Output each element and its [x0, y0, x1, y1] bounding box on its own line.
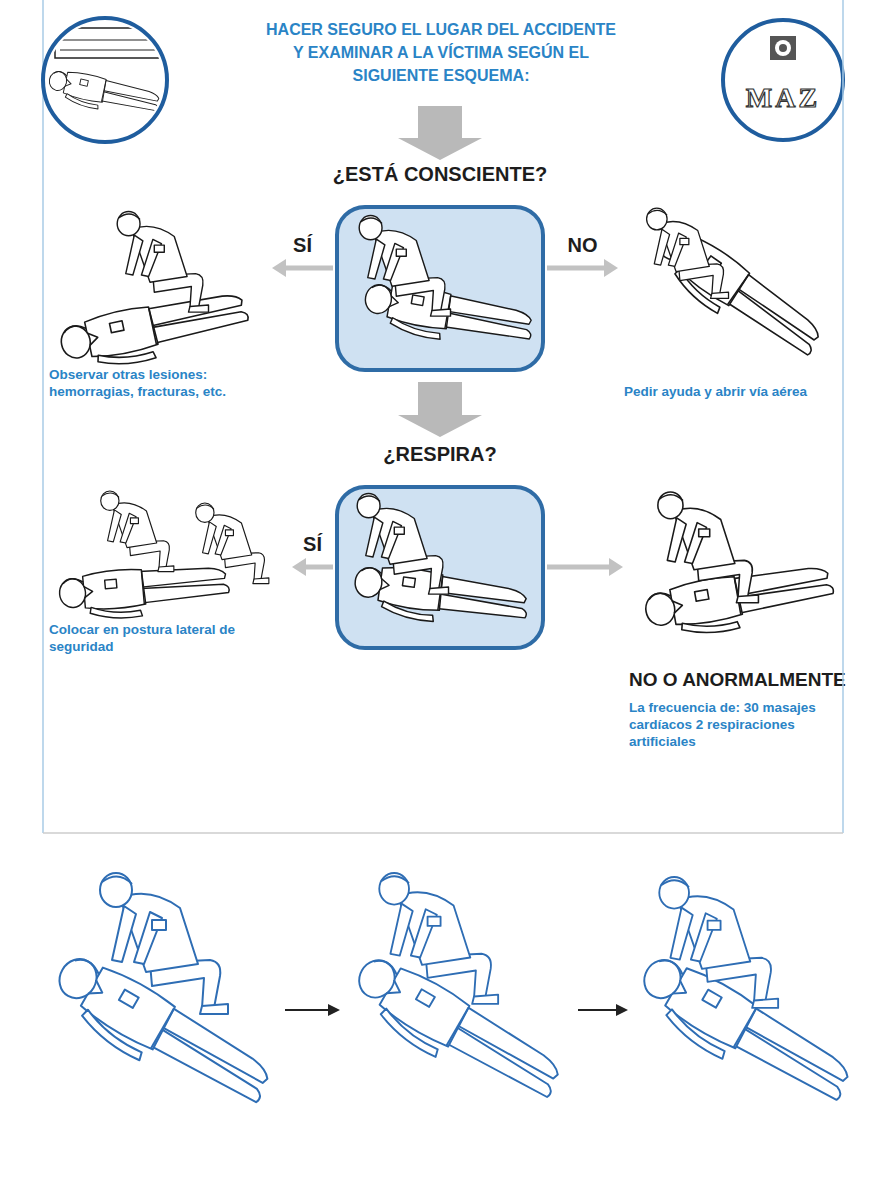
- sequence-arrow: [578, 1009, 618, 1011]
- logo-text: MAZ: [746, 82, 820, 114]
- helper-figure: [101, 491, 174, 572]
- rescuer-figure: [100, 873, 228, 1014]
- victim-figure: [361, 278, 536, 355]
- breathing-check: [351, 494, 530, 635]
- arrow-line: [547, 565, 609, 570]
- edge-label: SÍ: [303, 533, 322, 556]
- accident-scene-circle: [43, 18, 167, 142]
- outcome-panel: Observar otras lesiones: hemorragias, fr…: [45, 205, 270, 400]
- big-head: NO O ANORMALMENTE: [629, 669, 850, 691]
- rescuer-figure: [379, 873, 498, 1004]
- blue-note: Pedir ayuda y abrir vía aérea: [624, 383, 845, 400]
- victim-figure: [642, 558, 837, 644]
- rescuer-figure: [659, 877, 778, 1008]
- frame-line: [842, 0, 844, 833]
- conscious-scene: [57, 212, 252, 377]
- outcome-panel: Colocar en postura lateral de seguridad: [45, 485, 290, 655]
- flow-arrow: [272, 259, 333, 277]
- question-heading: ¿ESTÁ CONSCIENTE?: [235, 163, 645, 186]
- victim-figure: [342, 948, 569, 1116]
- outcome-panel: Pedir ayuda y abrir vía aérea: [620, 205, 845, 400]
- question-box: ¿RESPIRA?: [335, 485, 545, 650]
- logo-ring: [775, 40, 791, 56]
- machine-line: [60, 50, 160, 51]
- victim-figure: [42, 947, 279, 1123]
- arrow-line: [286, 266, 333, 271]
- cpr-sequence: [42, 873, 859, 1123]
- logo-square: [770, 36, 796, 60]
- question-box: ¿ESTÁ CONSCIENTE?: [335, 205, 545, 372]
- victim-figure: [57, 285, 252, 377]
- arrow-head: [609, 558, 623, 576]
- consciousness-check: [359, 216, 536, 356]
- blue-note: La frecuencia de: 30 masajes cardíacos 2…: [629, 699, 834, 750]
- sequence-arrow: [285, 1009, 330, 1011]
- grey-down-arrow: [398, 106, 482, 160]
- rescue-breath-scene: [642, 492, 837, 644]
- rescuer-figure: [117, 212, 208, 313]
- flow-arrow: [292, 558, 333, 576]
- machine-line: [60, 40, 160, 41]
- rescuer-figure: [357, 494, 448, 595]
- victim-figure: [627, 948, 859, 1120]
- frame-lines: [43, 0, 843, 833]
- scene-circle: [43, 18, 167, 142]
- arrow-head: [292, 558, 306, 576]
- logo-dot: [779, 44, 787, 52]
- victim-figure: [46, 67, 163, 122]
- rescuer-figure: [647, 208, 729, 298]
- frame-line: [42, 0, 44, 833]
- edge-label: SÍ: [293, 234, 312, 257]
- arrow-head: [328, 1004, 340, 1016]
- arrow-head: [604, 259, 618, 277]
- rescuer-figure: [658, 492, 759, 603]
- blue-note: Colocar en postura lateral de seguridad: [49, 621, 244, 655]
- rescuer-figure: [359, 216, 450, 317]
- arrow-head: [272, 259, 286, 277]
- recovery-position-scene: [58, 491, 269, 624]
- blue-note: Observar otras lesiones: hemorragias, fr…: [49, 366, 270, 400]
- edge-label: NO: [568, 234, 598, 257]
- arrow-line: [306, 565, 333, 570]
- flow-arrow: [547, 259, 618, 277]
- victim-figure: [58, 560, 231, 623]
- accident-scene: [46, 28, 165, 122]
- logo-circle: MAZ: [721, 18, 845, 142]
- question-heading: ¿RESPIRA?: [235, 443, 645, 466]
- victim-figure: [644, 218, 829, 370]
- arrow-line: [547, 266, 604, 271]
- flow-arrow: [547, 558, 623, 576]
- arrow-head: [616, 1004, 628, 1016]
- flow-arrow: [398, 382, 482, 437]
- outcome-panel: NO O ANORMALMENTE La frecuencia de: 30 ma…: [625, 485, 850, 750]
- helper-figure: [196, 503, 269, 584]
- airway-scene: [644, 208, 829, 370]
- victim-figure: [351, 561, 530, 635]
- machine: [55, 28, 165, 58]
- step-arrow: [398, 106, 482, 160]
- grey-down-arrow: [398, 382, 482, 437]
- frame-line: [43, 832, 843, 834]
- diagram-title: HACER SEGURO EL LUGAR DEL ACCIDENTE Y EX…: [260, 18, 622, 87]
- logo-mark: [770, 36, 796, 60]
